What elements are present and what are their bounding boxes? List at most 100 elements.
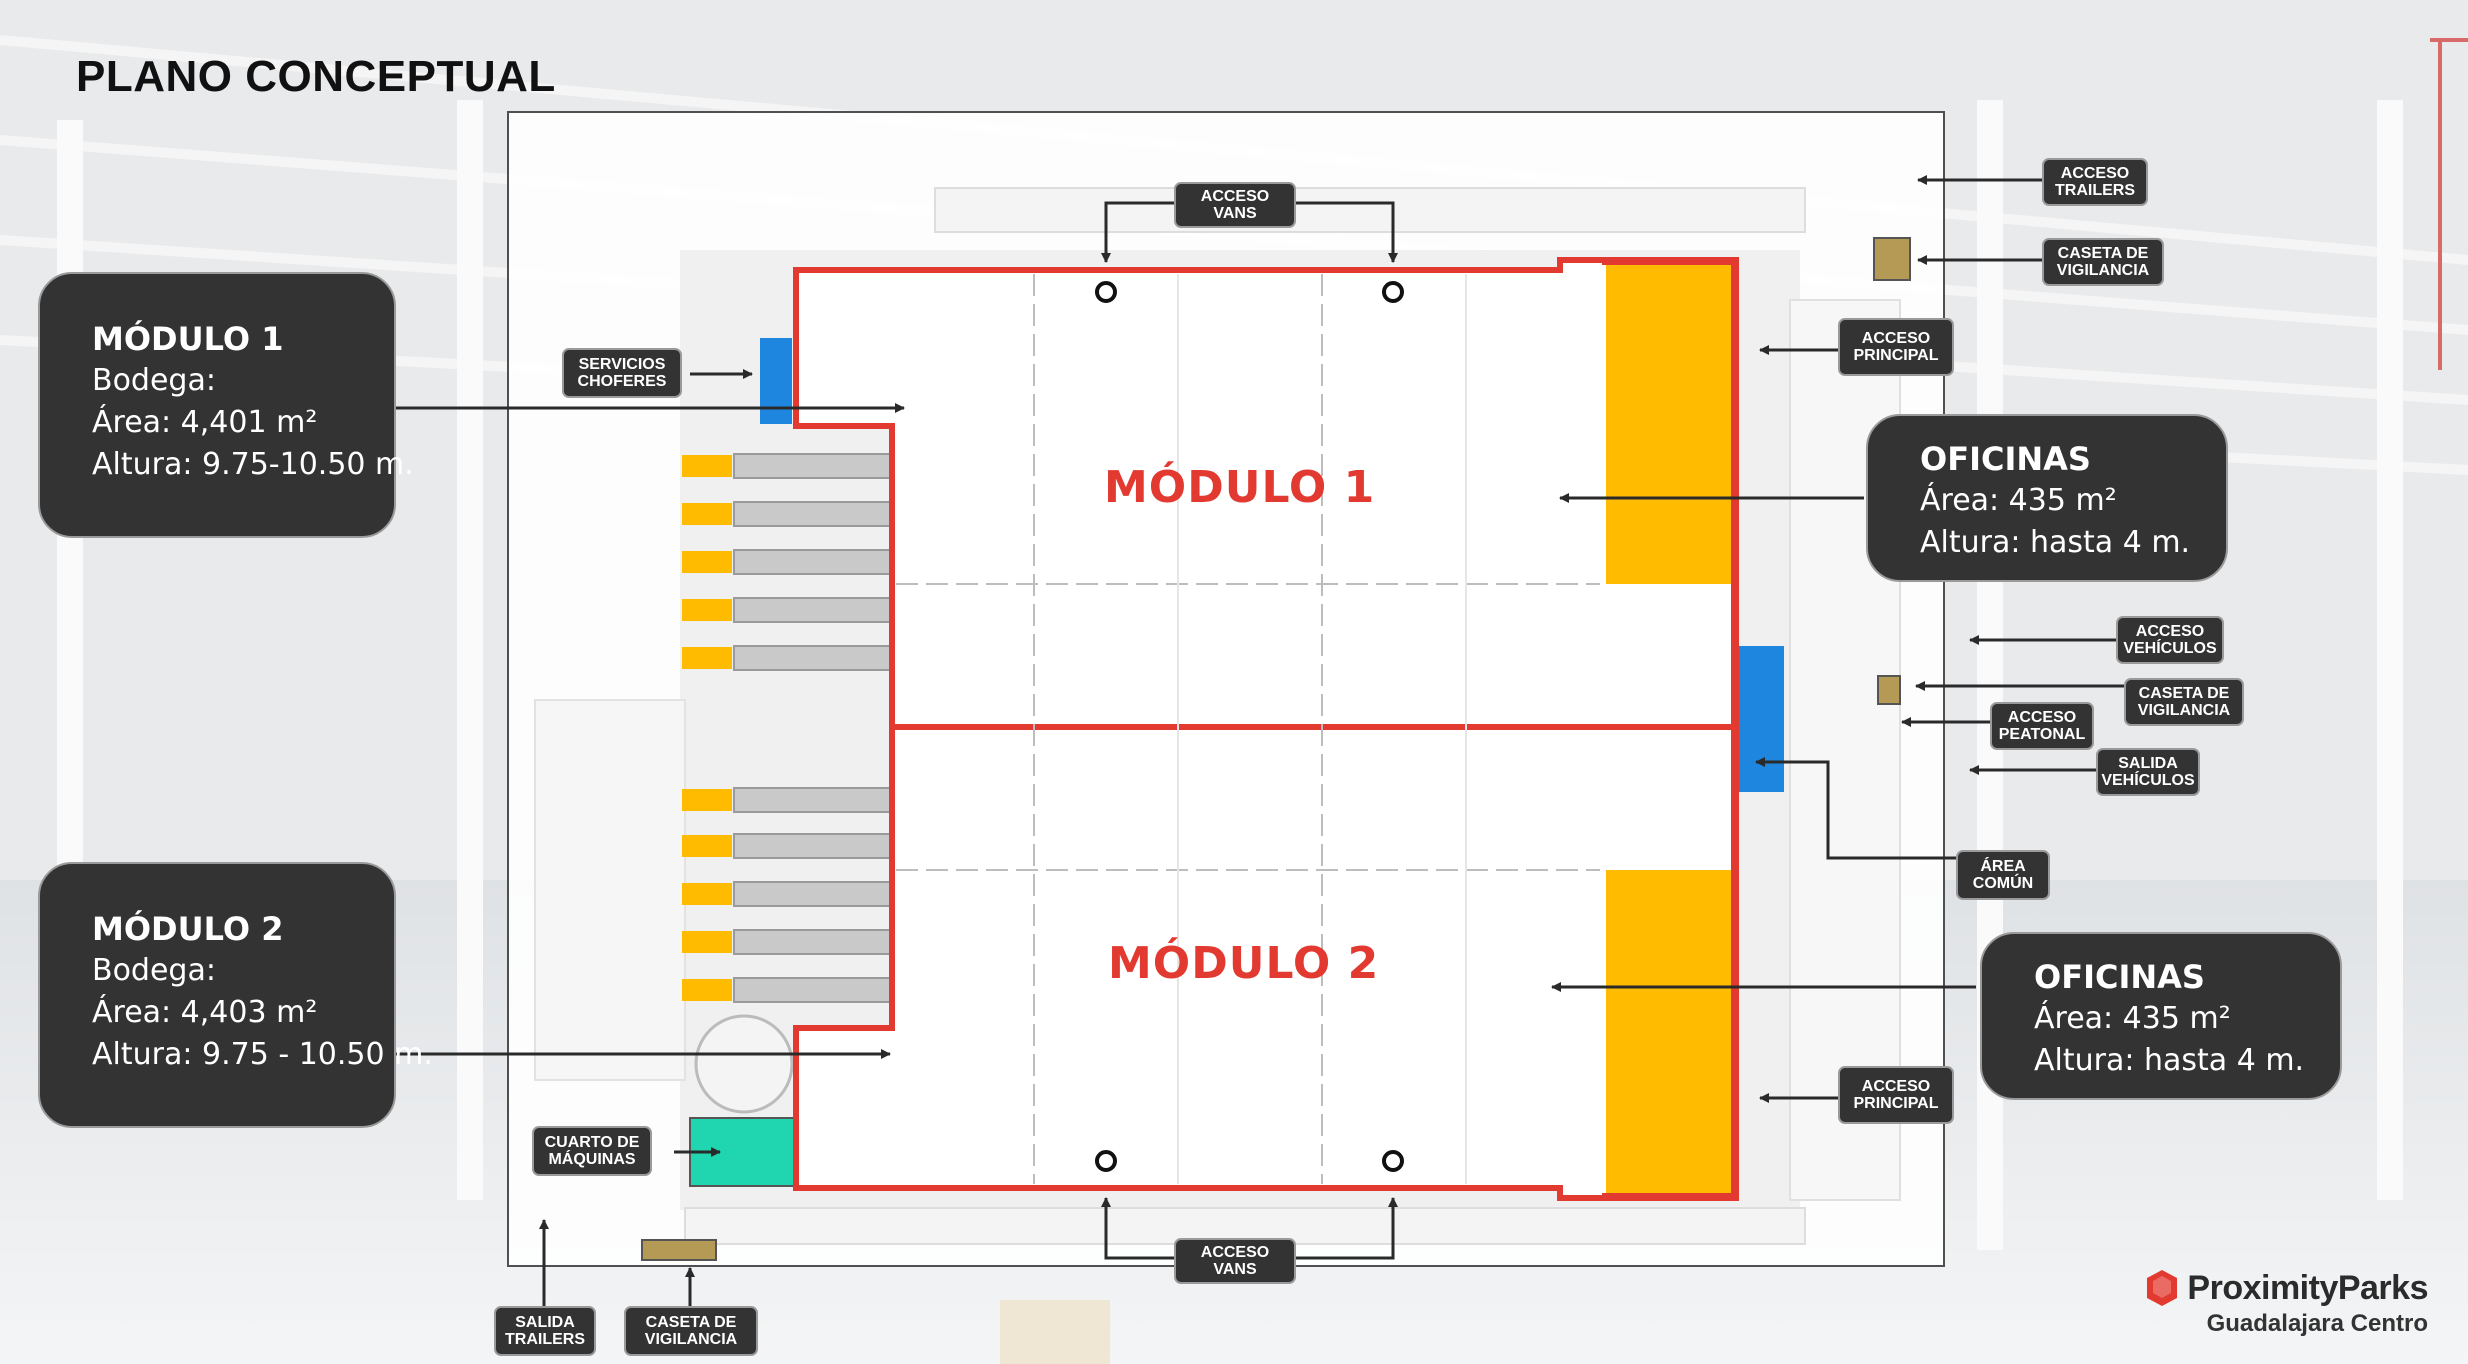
vans-door-2 (1382, 281, 1404, 303)
truck-cab (682, 931, 732, 953)
truck-cab (682, 503, 732, 525)
tag-line: PRINCIPAL (1853, 347, 1939, 364)
tag-acceso-trailers: ACCESO TRAILERS (2042, 158, 2148, 206)
modulo-2-card: MÓDULO 2 Bodega: Área: 4,403 m² Altura: … (38, 862, 433, 1128)
truck-cab (682, 647, 732, 669)
tag-line: ACCESO (1861, 1078, 1931, 1095)
tag-line: ÁREA (1980, 858, 2026, 875)
tag-acceso-vehiculos: ACCESO VEHÍCULOS (2116, 616, 2224, 664)
tag-line: SALIDA (2118, 755, 2178, 772)
module-1-label: MÓDULO 1 (1104, 462, 1376, 513)
guard-booth-top (1873, 237, 1911, 281)
truck-trailer (733, 833, 893, 859)
card-line: Bodega: (92, 953, 216, 988)
truck-trailer (733, 501, 893, 527)
card-title: OFICINAS (1920, 440, 2091, 478)
tag-line: PEATONAL (1998, 726, 2086, 743)
tag-line: VIGILANCIA (2137, 702, 2231, 719)
tag-line: ACCESO (2135, 623, 2205, 640)
tag-line: ACCESO (1200, 1244, 1270, 1261)
water-tank (694, 1014, 794, 1114)
truck-trailer (733, 929, 893, 955)
truck-trailer (733, 787, 893, 813)
tag-caseta-vigilancia-bottom: CASETA DE VIGILANCIA (624, 1306, 758, 1356)
tag-area-comun: ÁREA COMÚN (1956, 850, 2050, 900)
tag-line: ACCESO (1200, 188, 1270, 205)
tag-line: CASETA DE (2138, 685, 2230, 702)
tag-line: VIGILANCIA (644, 1331, 738, 1348)
card-line: Área: 435 m² (1920, 483, 2117, 518)
tag-acceso-principal-top: ACCESO PRINCIPAL (1838, 318, 1954, 376)
truck-trailer (733, 453, 893, 479)
truck-cab (682, 979, 732, 1001)
guard-booth-bottom (641, 1239, 717, 1261)
truck-trailer (733, 597, 893, 623)
guard-booth-mid (1877, 675, 1901, 705)
tag-acceso-principal-bottom: ACCESO PRINCIPAL (1838, 1066, 1954, 1124)
oficinas-2-card: OFICINAS Área: 435 m² Altura: hasta 4 m. (1980, 932, 2342, 1100)
oficinas-1-card: OFICINAS Área: 435 m² Altura: hasta 4 m. (1866, 414, 2228, 582)
tag-caseta-vigilancia-top: CASETA DE VIGILANCIA (2042, 238, 2164, 286)
tag-line: ACCESO (2060, 165, 2130, 182)
card-line: Altura: hasta 4 m. (1920, 525, 2191, 560)
card-title: OFICINAS (2034, 958, 2205, 996)
tag-line: VEHÍCULOS (2123, 640, 2217, 657)
truck-trailer (733, 977, 893, 1003)
tag-cuarto-maquinas: CUARTO DE MÁQUINAS (532, 1126, 652, 1176)
tag-line: VIGILANCIA (2056, 262, 2150, 279)
tag-caseta-vigilancia-mid: CASETA DE VIGILANCIA (2124, 678, 2244, 726)
card-title: MÓDULO 2 (92, 910, 284, 948)
logo-brand: ProximityParks (2187, 1268, 2428, 1307)
card-line: Bodega: (92, 363, 216, 398)
tag-line: TRAILERS (505, 1331, 585, 1348)
card-line: Área: 4,403 m² (92, 995, 318, 1030)
card-line: Altura: 9.75-10.50 m. (92, 447, 414, 482)
truck-cab (682, 835, 732, 857)
tag-line: CASETA DE (645, 1314, 737, 1331)
truck-trailer (733, 881, 893, 907)
tag-acceso-vans-bottom: ACCESO VANS (1174, 1238, 1296, 1284)
tag-acceso-vans-top: ACCESO VANS (1174, 182, 1296, 228)
tag-servicios-choferes: SERVICIOS CHOFERES (562, 348, 682, 398)
loading-docks (682, 453, 928, 1003)
truck-cab (682, 599, 732, 621)
vans-door-1 (1095, 281, 1117, 303)
vans-door-3 (1095, 1150, 1117, 1172)
card-line: Altura: hasta 4 m. (2034, 1043, 2305, 1078)
card-title: MÓDULO 1 (92, 320, 284, 358)
truck-cab (682, 455, 732, 477)
tag-salida-trailers: SALIDA TRAILERS (494, 1306, 596, 1356)
card-line: Altura: 9.75 - 10.50 m. (92, 1037, 433, 1072)
tag-line: ACCESO (1861, 330, 1931, 347)
tag-line: VEHÍCULOS (2101, 772, 2195, 789)
card-line: Área: 435 m² (2034, 1001, 2231, 1036)
tag-line: SALIDA (515, 1314, 575, 1331)
truck-trailer (733, 549, 893, 575)
truck-cab (682, 789, 732, 811)
tag-line: VANS (1213, 205, 1257, 222)
truck-trailer (733, 645, 893, 671)
tag-line: VANS (1213, 1261, 1257, 1278)
page-title: PLANO CONCEPTUAL (76, 52, 556, 101)
servicios-choferes-room (760, 338, 792, 424)
tag-line: COMÚN (1972, 875, 2034, 892)
vans-door-4 (1382, 1150, 1404, 1172)
tag-line: MÁQUINAS (548, 1151, 636, 1168)
tag-line: CUARTO DE (544, 1134, 640, 1151)
tag-acceso-peatonal: ACCESO PEATONAL (1990, 702, 2094, 750)
logo-subtitle: Guadalajara Centro (2206, 1310, 2428, 1337)
proximity-parks-logo: ProximityParks Guadalajara Centro (2145, 1268, 2428, 1338)
tag-line: PRINCIPAL (1853, 1095, 1939, 1112)
tag-line: CHOFERES (577, 373, 667, 390)
truck-cab (682, 551, 732, 573)
tag-line: ACCESO (2007, 709, 2077, 726)
modulo-1-card: MÓDULO 1 Bodega: Área: 4,401 m² Altura: … (38, 272, 414, 538)
module-2-label: MÓDULO 2 (1108, 938, 1380, 989)
tag-line: CASETA DE (2057, 245, 2149, 262)
truck-cab (682, 883, 732, 905)
tag-line: TRAILERS (2055, 182, 2135, 199)
tag-line: SERVICIOS (578, 356, 666, 373)
tag-salida-vehiculos: SALIDA VEHÍCULOS (2096, 748, 2200, 796)
card-line: Área: 4,401 m² (92, 405, 318, 440)
